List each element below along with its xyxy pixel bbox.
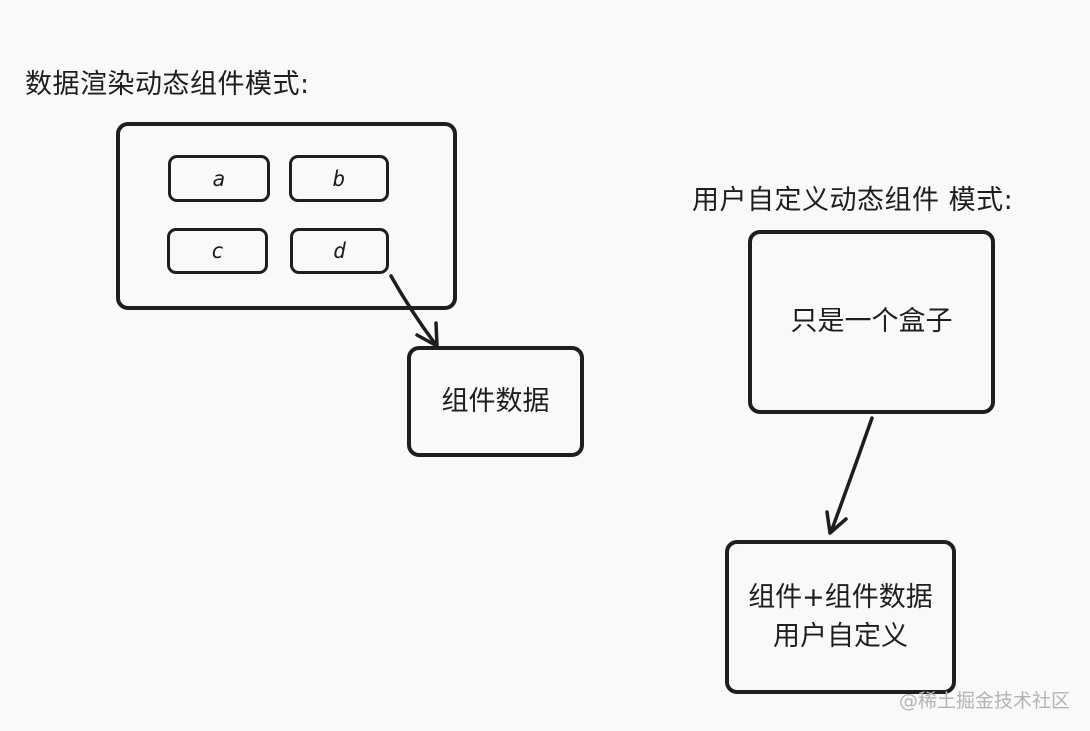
component-data-box: 组件数据 <box>407 346 584 457</box>
custom-component-label-line2: 用户自定义 <box>773 621 908 652</box>
item-box-b: b <box>289 155 389 202</box>
component-data-label: 组件数据 <box>441 385 550 417</box>
watermark: @稀土掘金技术社区 <box>898 690 1070 712</box>
item-label-c: c <box>211 239 224 263</box>
item-label-d: d <box>333 239 346 263</box>
item-box-a: a <box>168 155 270 202</box>
plain-box-label: 只是一个盒子 <box>790 306 953 338</box>
arrow-box-to-custom-component <box>825 416 874 535</box>
custom-component-label-line1: 组件+组件数据 <box>748 581 933 613</box>
right-diagram-title: 用户自定义动态组件 模式: <box>692 185 1014 216</box>
arrow-d-to-component-data <box>389 274 439 348</box>
item-box-d: d <box>290 228 389 274</box>
custom-component-box: 组件+组件数据 用户自定义 <box>725 540 956 694</box>
left-diagram-title: 数据渲染动态组件模式: <box>25 69 310 100</box>
plain-box: 只是一个盒子 <box>748 230 995 414</box>
item-label-b: b <box>332 166 346 191</box>
item-label-a: a <box>212 166 226 191</box>
data-render-container-box <box>116 122 457 310</box>
item-box-c: c <box>167 228 268 274</box>
